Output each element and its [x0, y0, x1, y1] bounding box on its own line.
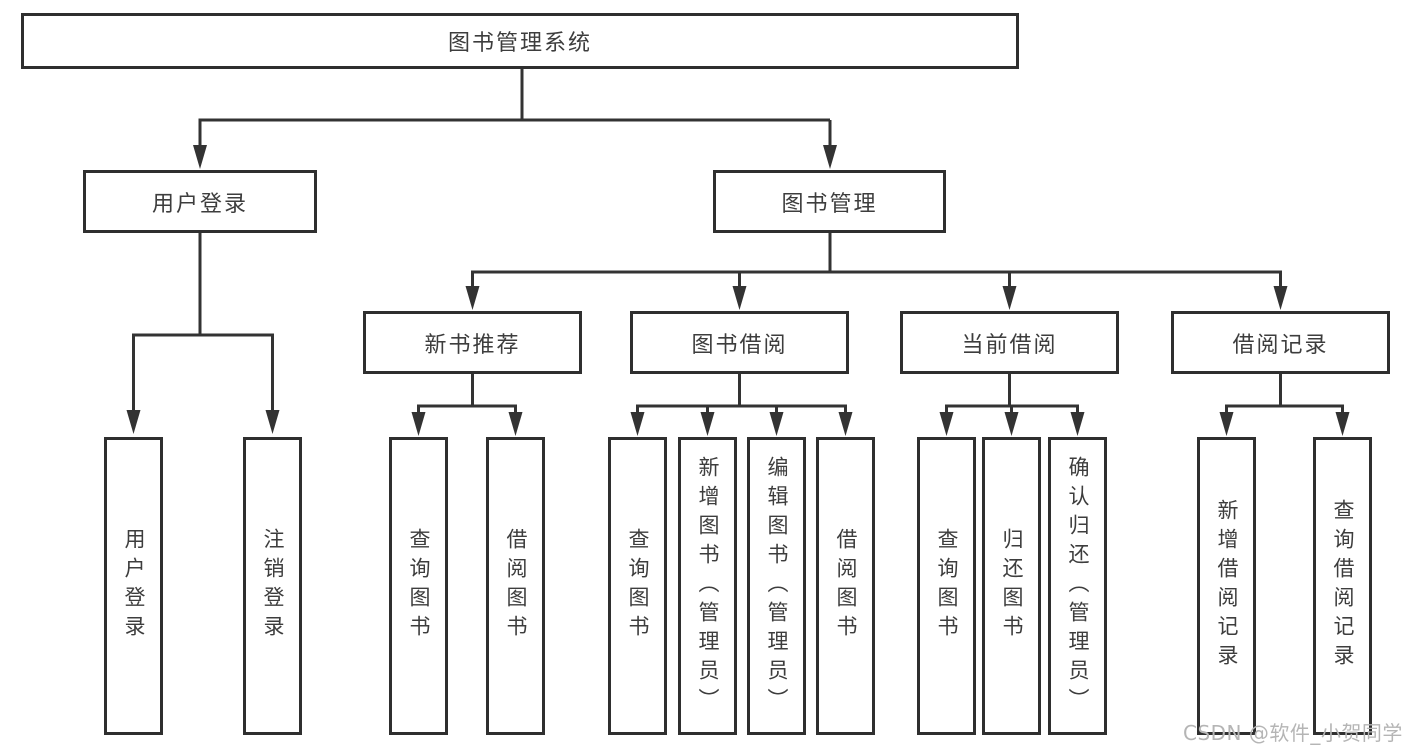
node-leaf-borrow-query-book: 查询图书 [608, 437, 667, 735]
csdn-watermark: CSDN @软件_小贺同学 [1183, 721, 1403, 745]
node-library-system: 图书管理系统 [21, 13, 1019, 69]
node-current-borrow-label: 当前借阅 [961, 332, 1058, 358]
node-book-borrow-label: 图书借阅 [691, 332, 788, 358]
connector-recommend-to-children [411, 374, 523, 436]
node-leaf-borrow-book-label: 借阅图书 [834, 528, 858, 644]
node-leaf-add-book-admin-label: 新增图书（管理员） [696, 455, 720, 717]
node-leaf-return-book-label: 归还图书 [1000, 528, 1024, 644]
node-leaf-recommend-borrow-book-label: 借阅图书 [504, 528, 528, 644]
node-leaf-user-login: 用户登录 [104, 437, 163, 735]
node-book-manage: 图书管理 [713, 170, 946, 233]
node-leaf-recommend-borrow-book: 借阅图书 [486, 437, 545, 735]
node-leaf-add-borrow-record: 新增借阅记录 [1197, 437, 1256, 735]
node-leaf-confirm-return-admin: 确认归还（管理员） [1048, 437, 1107, 735]
node-user-login: 用户登录 [83, 170, 317, 233]
node-book-borrow: 图书借阅 [630, 311, 849, 374]
connector-record-to-children [1219, 374, 1350, 436]
connector-borrow-to-children [630, 374, 853, 436]
node-borrow-record-label: 借阅记录 [1232, 332, 1329, 358]
node-library-system-label: 图书管理系统 [447, 31, 592, 56]
node-leaf-return-book: 归还图书 [982, 437, 1041, 735]
node-leaf-recommend-query-book: 查询图书 [389, 437, 448, 735]
node-new-book-recommend-label: 新书推荐 [424, 332, 521, 358]
connector-root-to-level2 [193, 69, 837, 169]
node-leaf-add-borrow-record-label: 新增借阅记录 [1215, 499, 1239, 673]
node-book-manage-label: 图书管理 [781, 191, 878, 217]
node-new-book-recommend: 新书推荐 [363, 311, 582, 374]
node-leaf-current-query-book-label: 查询图书 [935, 528, 959, 644]
connector-manage-to-sections [465, 233, 1288, 310]
node-user-login-label: 用户登录 [151, 191, 248, 217]
node-leaf-confirm-return-admin-label: 确认归还（管理员） [1066, 455, 1090, 717]
node-leaf-borrow-book: 借阅图书 [816, 437, 875, 735]
node-leaf-logout-label: 注销登录 [261, 528, 285, 644]
node-leaf-query-borrow-record-label: 查询借阅记录 [1331, 499, 1355, 673]
node-leaf-borrow-query-book-label: 查询图书 [626, 528, 650, 644]
connector-login-to-children [126, 233, 280, 434]
node-leaf-add-book-admin: 新增图书（管理员） [678, 437, 737, 735]
node-current-borrow: 当前借阅 [900, 311, 1119, 374]
node-leaf-recommend-query-book-label: 查询图书 [407, 528, 431, 644]
node-borrow-record: 借阅记录 [1171, 311, 1390, 374]
connector-current-to-children [939, 374, 1085, 436]
node-leaf-query-borrow-record: 查询借阅记录 [1313, 437, 1372, 735]
node-leaf-edit-book-admin: 编辑图书（管理员） [747, 437, 806, 735]
node-leaf-logout: 注销登录 [243, 437, 302, 735]
node-leaf-current-query-book: 查询图书 [917, 437, 976, 735]
node-leaf-user-login-label: 用户登录 [122, 528, 146, 644]
node-leaf-edit-book-admin-label: 编辑图书（管理员） [765, 455, 789, 717]
